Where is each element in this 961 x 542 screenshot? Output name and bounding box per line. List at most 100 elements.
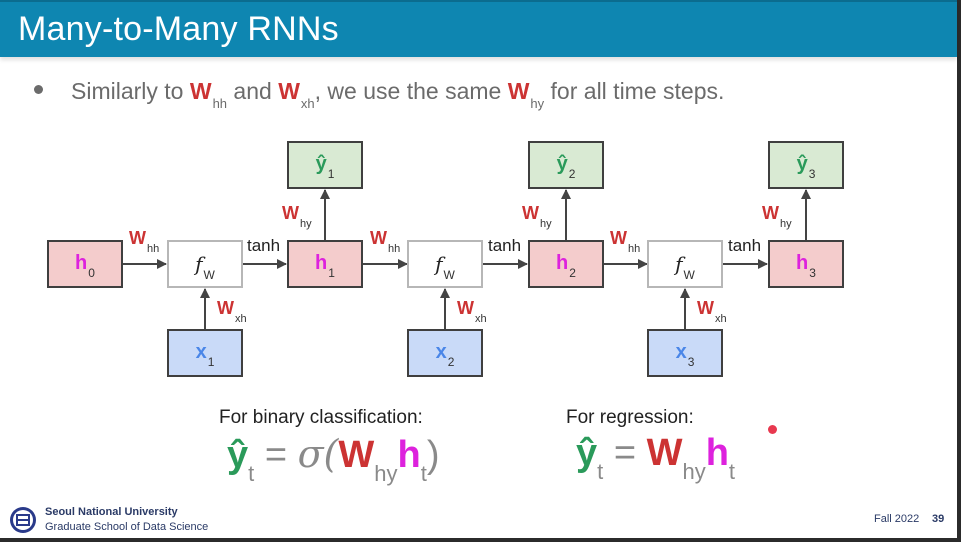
weight-label-why-1: Why bbox=[282, 203, 312, 230]
weight-symbol: W bbox=[189, 78, 212, 104]
formula-subscript: t bbox=[420, 461, 427, 486]
output-subscript: 1 bbox=[327, 167, 335, 181]
output-y3: ŷ3 bbox=[768, 141, 844, 189]
bullet-dot-icon bbox=[34, 85, 43, 95]
weight-symbol: W bbox=[129, 228, 146, 248]
cell-fw-3: fW bbox=[647, 240, 723, 288]
weight-label-why-3: Why bbox=[762, 203, 792, 230]
weight-label-wxh-2: Wxh bbox=[457, 298, 487, 325]
hidden-subscript: 1 bbox=[328, 266, 335, 280]
bullet-point: Similarly to Whh and Wxh, we use the sam… bbox=[34, 78, 725, 111]
hidden-subscript: 3 bbox=[809, 266, 816, 280]
weight-label-wxh-3: Wxh bbox=[697, 298, 727, 325]
formula-yhat: ŷ bbox=[576, 432, 598, 474]
screen-border-bottom bbox=[0, 538, 961, 542]
weight-symbol: W bbox=[762, 203, 779, 223]
weight-subscript: xh bbox=[235, 313, 247, 325]
weight-symbol: W bbox=[697, 298, 714, 318]
output-y2: ŷ2 bbox=[528, 141, 604, 189]
hidden-label: h bbox=[75, 252, 88, 274]
university-logo-icon bbox=[10, 507, 36, 533]
footer-university: Seoul National University bbox=[45, 506, 178, 518]
weight-subscript: hy bbox=[540, 218, 552, 230]
formula-hidden: h bbox=[705, 432, 729, 474]
input-x3: x3 bbox=[647, 329, 723, 377]
input-x1: x1 bbox=[167, 329, 243, 377]
input-subscript: 1 bbox=[207, 355, 215, 369]
weight-symbol: W bbox=[522, 203, 539, 223]
output-subscript: 3 bbox=[808, 167, 816, 181]
formula-equals: = bbox=[603, 432, 647, 474]
weight-label-why-2: Why bbox=[522, 203, 552, 230]
hidden-label: h bbox=[796, 252, 809, 274]
footer-school: Graduate School of Data Science bbox=[45, 521, 209, 533]
cell-label: f bbox=[435, 252, 443, 276]
weight-label-whh-2: Whh bbox=[370, 228, 400, 255]
weight-subscript: xh bbox=[475, 313, 487, 325]
cell-subscript: W bbox=[443, 268, 455, 282]
hidden-state-h0: h0 bbox=[47, 240, 123, 288]
cell-label: f bbox=[675, 252, 683, 276]
input-subscript: 2 bbox=[447, 355, 455, 369]
weight-symbol: W bbox=[217, 298, 234, 318]
bullet-text: Similarly to bbox=[71, 78, 190, 104]
footer-term: Fall 2022 bbox=[874, 513, 920, 525]
hidden-state-h2: h2 bbox=[528, 240, 604, 288]
weight-symbol: W bbox=[278, 78, 300, 104]
hidden-label: h bbox=[315, 252, 328, 274]
weight-subscript: hh bbox=[147, 243, 160, 255]
formula-subscript: hy bbox=[374, 461, 398, 486]
formula-subscript: t bbox=[597, 459, 604, 484]
formula-subscript: t bbox=[728, 459, 736, 484]
input-label: x bbox=[675, 341, 687, 363]
classification-caption: For binary classification: bbox=[219, 407, 423, 428]
hidden-subscript: 0 bbox=[88, 266, 95, 280]
cell-subscript: W bbox=[203, 268, 215, 282]
formula-yhat: ŷ bbox=[227, 434, 249, 476]
weight-label-whh-1: Whh bbox=[129, 228, 159, 255]
activation-label-1: tanh bbox=[247, 236, 281, 255]
cell-label: f bbox=[195, 252, 203, 276]
formula-subscript: t bbox=[248, 461, 255, 486]
input-subscript: 3 bbox=[687, 355, 695, 369]
activation-label-3: tanh bbox=[728, 236, 762, 255]
output-label: ŷ bbox=[556, 153, 568, 175]
hidden-state-h1: h1 bbox=[287, 240, 363, 288]
activation-label-2: tanh bbox=[488, 236, 522, 255]
weight-subscript: hy bbox=[780, 218, 792, 230]
weight-symbol: W bbox=[370, 228, 387, 248]
output-y1: ŷ1 bbox=[287, 141, 363, 189]
bullet-text: , we use the same bbox=[314, 78, 508, 104]
weight-symbol: W bbox=[610, 228, 627, 248]
page-number: 39 bbox=[932, 513, 945, 525]
weight-symbol: W bbox=[457, 298, 474, 318]
formula-weight: W bbox=[338, 434, 375, 476]
output-label: ŷ bbox=[796, 153, 808, 175]
formula-hidden: h bbox=[397, 434, 421, 476]
input-label: x bbox=[195, 341, 207, 363]
weight-subscript: hy bbox=[300, 218, 312, 230]
formula-subscript: hy bbox=[682, 459, 706, 484]
cell-fw-2: fW bbox=[407, 240, 483, 288]
cell-fw-1: fW bbox=[167, 240, 243, 288]
hidden-state-h3: h3 bbox=[768, 240, 844, 288]
output-subscript: 2 bbox=[568, 167, 576, 181]
weight-subscript: hh bbox=[628, 243, 641, 255]
weight-symbol: W bbox=[282, 203, 299, 223]
weight-subscript: xh bbox=[300, 96, 315, 111]
slide-header: Many-to-Many RNNs bbox=[0, 0, 957, 57]
bullet-text: and bbox=[227, 78, 279, 104]
formula-close-paren: ) bbox=[426, 434, 440, 476]
slide-title: Many-to-Many RNNs bbox=[18, 10, 339, 48]
weight-subscript: hh bbox=[212, 96, 228, 111]
bullet-text: for all time steps. bbox=[544, 78, 725, 104]
classification-formula: ŷt = σ(Whyht) bbox=[227, 432, 440, 486]
input-x2: x2 bbox=[407, 329, 483, 377]
formula-sigma: σ( bbox=[297, 432, 339, 476]
weight-subscript: hy bbox=[530, 96, 545, 111]
hidden-label: h bbox=[556, 252, 569, 274]
weight-label-wxh-1: Wxh bbox=[217, 298, 247, 325]
weight-subscript: xh bbox=[715, 313, 727, 325]
regression-formula: ŷt = Whyht bbox=[576, 432, 735, 484]
cell-subscript: W bbox=[683, 268, 695, 282]
